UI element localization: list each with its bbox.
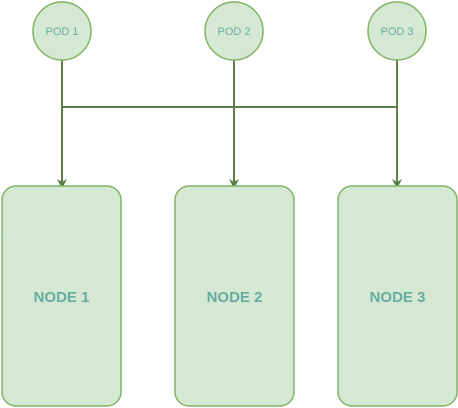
node-node3[interactable]: NODE 3 xyxy=(337,185,458,407)
node-box xyxy=(174,185,295,407)
node-box xyxy=(1,185,122,407)
pod-circle xyxy=(204,1,264,61)
pod-circle xyxy=(367,1,427,61)
pod-label: POD 2 xyxy=(217,26,250,38)
pod-label: POD 1 xyxy=(45,26,78,38)
node-label: NODE 2 xyxy=(207,289,263,306)
connectors xyxy=(57,60,402,189)
pod-circle xyxy=(32,1,92,61)
pod-pod3[interactable]: POD 3 xyxy=(367,1,427,61)
node-label: NODE 3 xyxy=(370,289,426,306)
node-node1[interactable]: NODE 1 xyxy=(1,185,122,407)
pod-pod1[interactable]: POD 1 xyxy=(32,1,92,61)
pod-pod2[interactable]: POD 2 xyxy=(204,1,264,61)
node-label: NODE 1 xyxy=(34,289,90,306)
node-box xyxy=(337,185,458,407)
pod-label: POD 3 xyxy=(380,26,413,38)
node-node2[interactable]: NODE 2 xyxy=(174,185,295,407)
